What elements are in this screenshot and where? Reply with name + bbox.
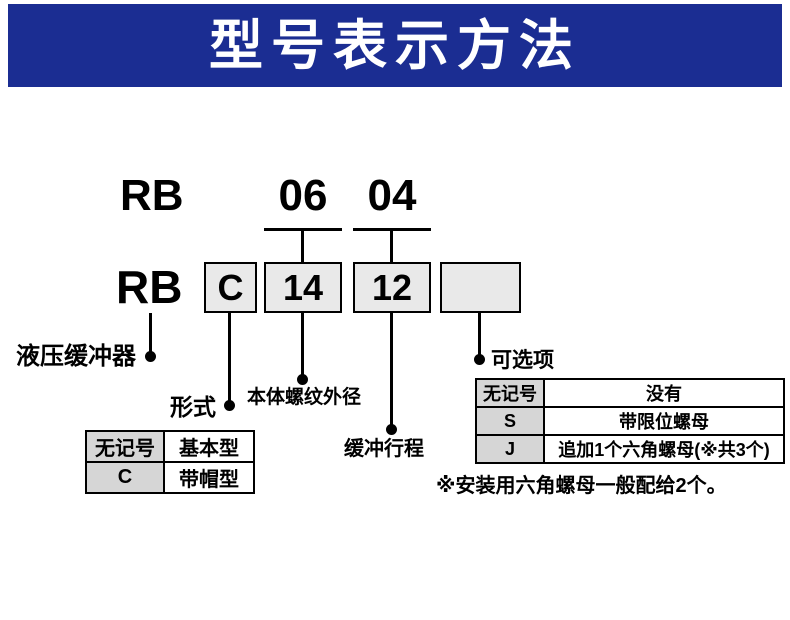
- top-code-prefix: RB: [120, 171, 184, 220]
- table-cell-value: 追加1个六角螺母(※共3个): [543, 434, 785, 464]
- table-row: 无记号 基本型: [85, 430, 255, 463]
- connector-stroke-size: [390, 231, 393, 262]
- table-row: C 带帽型: [85, 461, 255, 494]
- table-cell-key: S: [475, 406, 545, 436]
- table-row: S 带限位螺母: [475, 406, 785, 436]
- box-type-code: C: [204, 262, 257, 313]
- label-options: 可选项: [491, 349, 554, 372]
- label-thread: 本体螺纹外径: [247, 387, 362, 408]
- box-option-code: [440, 262, 521, 313]
- label-buffer: 液压缓冲器: [16, 343, 136, 370]
- table-cell-key: 无记号: [475, 378, 545, 408]
- leader-dot-type: [224, 400, 235, 411]
- leader-dot-thread: [297, 374, 308, 385]
- type-table: 无记号 基本型 C 带帽型: [85, 430, 255, 494]
- leader-line-stroke: [390, 313, 393, 428]
- leader-dot-buffer: [145, 351, 156, 362]
- box-stroke-code: 12: [353, 262, 431, 313]
- underline-thread-size: [264, 228, 342, 231]
- connector-thread-size: [301, 231, 304, 262]
- table-cell-value: 带限位螺母: [543, 406, 785, 436]
- table-cell-key: J: [475, 434, 545, 464]
- model-prefix: RB: [116, 261, 183, 313]
- underline-stroke-size: [353, 228, 431, 231]
- leader-dot-stroke: [386, 424, 397, 435]
- page-title: 型号表示方法: [209, 15, 581, 76]
- leader-dot-options: [474, 354, 485, 365]
- footnote: ※安装用六角螺母一般配给2个。: [436, 475, 727, 497]
- box-thread-code: 14: [264, 262, 342, 313]
- header-banner: 型号表示方法: [8, 4, 782, 87]
- leader-line-options: [478, 313, 481, 358]
- top-code-thread-size: 06: [278, 171, 328, 220]
- label-type: 形式: [170, 394, 216, 420]
- leader-line-type: [228, 313, 231, 404]
- table-row: J 追加1个六角螺母(※共3个): [475, 434, 785, 464]
- table-cell-key: C: [85, 461, 165, 494]
- table-cell-value: 没有: [543, 378, 785, 408]
- leader-line-buffer: [149, 313, 152, 355]
- leader-line-thread: [301, 313, 304, 378]
- table-cell-value: 带帽型: [163, 461, 255, 494]
- label-stroke: 缓冲行程: [344, 438, 424, 460]
- table-cell-value: 基本型: [163, 430, 255, 463]
- table-row: 无记号 没有: [475, 378, 785, 408]
- options-table: 无记号 没有 S 带限位螺母 J 追加1个六角螺母(※共3个): [475, 378, 785, 464]
- top-code-stroke-size: 04: [367, 171, 417, 220]
- table-cell-key: 无记号: [85, 430, 165, 463]
